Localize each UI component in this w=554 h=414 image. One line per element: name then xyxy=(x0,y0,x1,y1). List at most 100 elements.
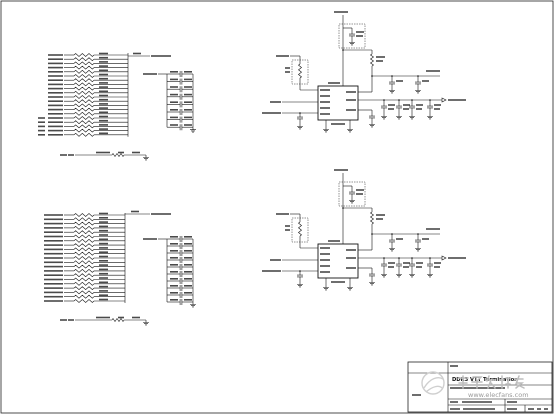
watermark-logo xyxy=(421,371,445,395)
resistor xyxy=(73,273,95,278)
net-label-mark xyxy=(396,80,403,82)
signal-label-mark xyxy=(48,58,63,60)
resistor xyxy=(73,268,95,273)
pin-label-mark xyxy=(346,267,356,269)
ground-symbol xyxy=(409,272,415,278)
resistor xyxy=(73,111,95,116)
net-label-mark xyxy=(388,266,394,268)
signal-label-mark xyxy=(38,121,45,123)
cap-value-mark xyxy=(184,264,192,266)
net-label-mark xyxy=(422,238,429,240)
title-block: DDR3 VTT Termination xyxy=(407,361,553,413)
capacitor xyxy=(179,124,183,131)
resistor xyxy=(73,61,95,66)
net-label-mark xyxy=(285,71,290,73)
signal-label-mark xyxy=(44,252,63,255)
resistor-ref-mark xyxy=(99,234,108,236)
resistor xyxy=(73,294,95,299)
capacitor xyxy=(179,93,183,100)
ground-symbol xyxy=(190,302,196,308)
signal-label-mark xyxy=(44,300,63,302)
capacitor xyxy=(179,257,183,263)
net-label-mark xyxy=(434,108,440,110)
resistor-ref-mark xyxy=(99,277,108,279)
resistor-ref-mark xyxy=(99,61,108,63)
net-label-mark xyxy=(356,31,364,33)
resistor-ref-mark xyxy=(99,56,108,59)
signal-label-mark xyxy=(48,71,63,73)
resistor xyxy=(73,57,95,62)
signal-label-mark xyxy=(44,244,63,246)
input-net-mark xyxy=(270,259,281,261)
regulator-ic xyxy=(317,85,359,121)
capacitor xyxy=(179,71,183,77)
ground-symbol xyxy=(389,88,395,94)
resistor-ref-mark xyxy=(99,128,108,130)
capacitor xyxy=(179,264,183,270)
pin-label-mark xyxy=(320,253,330,255)
signal-label-mark xyxy=(48,129,63,132)
capacitor xyxy=(415,239,421,243)
field-label-mark xyxy=(450,401,458,403)
cap-value-mark xyxy=(184,250,192,252)
signal-label-mark xyxy=(38,117,45,119)
pin-label-mark xyxy=(320,247,330,249)
pin-label-mark xyxy=(346,91,356,93)
cap-value-mark xyxy=(184,236,192,238)
cap-ref-mark xyxy=(170,285,178,287)
ic-ref-mark xyxy=(328,240,340,242)
cap-ref-mark xyxy=(170,257,178,259)
net-label-mark xyxy=(118,316,124,319)
resistor-ref-mark xyxy=(99,77,108,80)
resistor xyxy=(73,281,95,286)
cap-value-mark xyxy=(184,71,192,73)
ground-symbol xyxy=(190,127,196,133)
resistor xyxy=(298,221,302,237)
pin-label-mark xyxy=(320,89,330,91)
net-label-mark xyxy=(131,210,139,213)
ground-symbol xyxy=(297,124,303,130)
cap-ref-mark xyxy=(170,86,178,88)
resistor-ref-mark xyxy=(99,107,108,109)
net-label-mark xyxy=(416,266,422,268)
net-label-mark xyxy=(132,151,140,154)
ground-symbol xyxy=(396,272,402,278)
resistor xyxy=(111,317,125,323)
signal-label-mark xyxy=(44,291,63,294)
net-label-mark xyxy=(422,80,429,82)
net-label-mark xyxy=(132,316,140,319)
net-label-mark xyxy=(285,225,290,227)
net-label-mark xyxy=(143,73,157,75)
ground-symbol xyxy=(389,246,395,252)
capacitor xyxy=(179,86,183,93)
ground-symbol xyxy=(415,88,421,94)
ic-part-mark xyxy=(331,123,345,125)
signal-label-mark xyxy=(48,134,63,136)
off-page-connector xyxy=(441,97,447,103)
capacitor xyxy=(349,191,355,195)
signal-label-mark xyxy=(44,274,63,276)
capacitor xyxy=(297,116,303,120)
pin-label-mark xyxy=(320,265,330,267)
capacitor xyxy=(389,81,395,85)
signal-label-mark xyxy=(44,295,63,298)
pin-label-mark xyxy=(346,257,356,259)
resistor xyxy=(73,53,95,57)
cap-ref-mark xyxy=(170,109,178,111)
net-label-mark xyxy=(143,238,157,240)
capacitor xyxy=(396,105,402,109)
capacitor xyxy=(179,299,183,305)
ground-symbol xyxy=(347,127,353,133)
signal-label-mark xyxy=(48,92,63,94)
resistor-ref-mark xyxy=(99,52,108,55)
ground-symbol xyxy=(323,127,329,133)
signal-label-mark xyxy=(44,261,63,264)
signal-label-mark xyxy=(48,125,63,128)
resistor xyxy=(298,63,302,79)
signal-label-mark xyxy=(48,75,63,77)
resistor-ref-mark xyxy=(99,90,108,93)
signal-label-mark xyxy=(44,218,63,221)
cap-ref-mark xyxy=(170,101,178,103)
